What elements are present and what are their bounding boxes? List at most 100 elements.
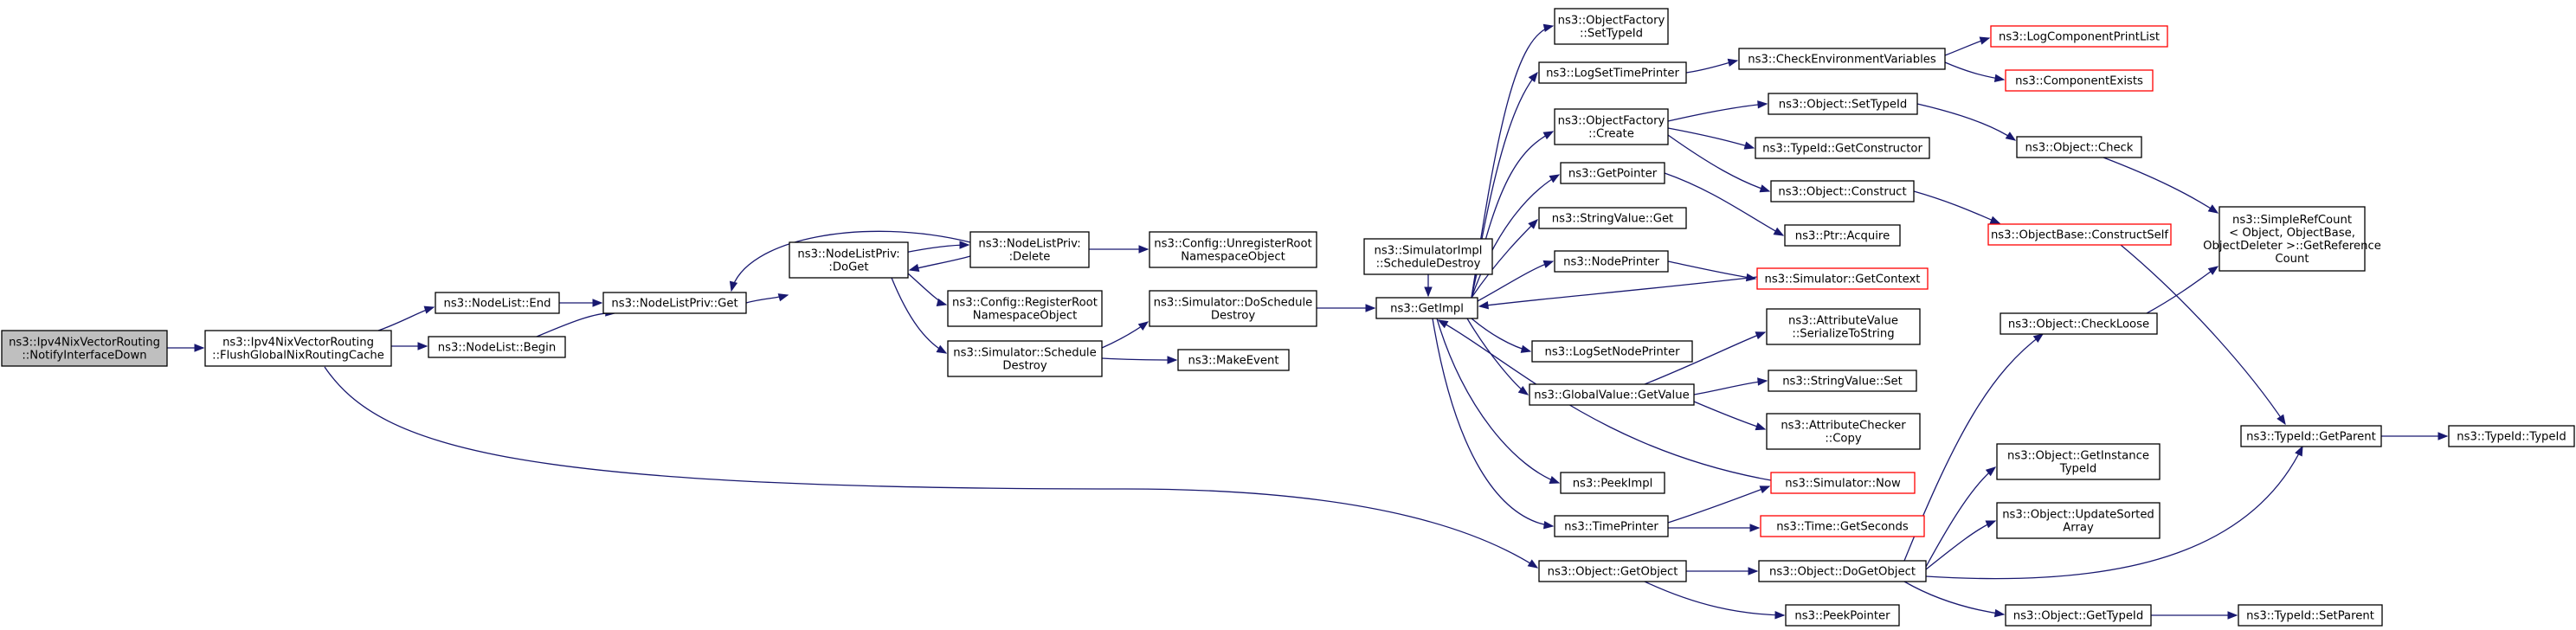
node-box (1755, 137, 1930, 159)
node-label: ns3::NodeList::Begin (438, 342, 556, 355)
edge-n1-to-n3 (391, 342, 428, 350)
function-node[interactable]: ns3::StringValue::Set (1768, 370, 1917, 392)
function-node[interactable]: ns3::GlobalValue::GetValue (1529, 383, 1695, 406)
edge-n1-to-n24 (324, 366, 1539, 569)
node-label: ns3::Object::GetTypeId (2013, 610, 2143, 623)
function-node[interactable]: ns3::TypeId::TypeId (2448, 425, 2575, 447)
arrow-head (1542, 260, 1555, 268)
arrow-head (936, 344, 948, 354)
function-node[interactable]: ns3::PeekPointer (1785, 604, 1900, 627)
function-node[interactable]: ns3::GetPointer (1560, 162, 1665, 184)
arrow-head (2207, 266, 2219, 275)
function-node[interactable]: ns3::Object::Check (2016, 136, 2142, 158)
function-node[interactable]: ns3::Time::GetSeconds (1760, 515, 1925, 537)
arrow-head (1993, 608, 2006, 618)
function-node[interactable]: ns3::Object::CheckLoose (2000, 312, 2158, 335)
node-label: ns3::ObjectBase::ConstructSelf (1991, 229, 2168, 242)
node-label: ns3::Simulator::Now (1785, 478, 1901, 491)
function-node[interactable]: ns3::NodeListPriv::DoGet (789, 241, 909, 279)
edge-n5-to-n6 (904, 241, 970, 254)
function-node[interactable]: ns3::TimePrinter (1554, 515, 1669, 537)
arrow-head (2438, 432, 2449, 440)
node-label: ns3::Object::DoGetObject (1769, 566, 1916, 579)
function-node[interactable]: ns3::TypeId::SetParent (2238, 604, 2383, 627)
node-label: ns3::MakeEvent (1188, 355, 1278, 368)
node-label: ns3::Object::Construct (1778, 186, 1906, 199)
node-box (1531, 340, 1693, 363)
node-label: ns3::Ptr::Acquire (1795, 230, 1890, 243)
edge-n38-to-n47 (1925, 445, 2303, 580)
node-label: ns3::ObjectFactory (1558, 15, 1665, 28)
node-box (1538, 61, 1687, 84)
node-label: ns3::NodeListPriv::Get (611, 298, 737, 311)
function-node[interactable]: ns3::TypeId::GetConstructor (1755, 137, 1930, 159)
function-node[interactable]: ns3::ComponentExists (2005, 69, 2154, 92)
edge-n10-to-n13 (1317, 304, 1376, 312)
function-node[interactable]: ns3::LogSetNodePrinter (1531, 340, 1693, 363)
function-node[interactable]: ns3::TypeId::GetParent (2240, 425, 2382, 447)
function-node[interactable]: ns3::Object::Construct (1770, 180, 1915, 202)
function-node[interactable]: ns3::SimulatorImpl::ScheduleDestroy (1363, 238, 1493, 275)
function-node[interactable]: ns3::Object::GetObject (1538, 560, 1687, 582)
function-node[interactable]: ns3::StringValue::Get (1538, 207, 1687, 229)
arrow-head (1979, 36, 1991, 45)
node-box (1760, 515, 1925, 537)
function-node[interactable]: ns3::LogComponentPrintList (1990, 25, 2168, 48)
arrow-head (417, 342, 428, 350)
arrow-head (1527, 559, 1539, 569)
arrow-head (1759, 184, 1771, 193)
function-node[interactable]: ns3::Simulator::GetContext (1756, 267, 1929, 290)
node-label: ns3::StringValue::Get (1552, 213, 1673, 226)
arrow-head (592, 299, 603, 307)
edge-n5-to-n7 (907, 273, 948, 307)
function-node[interactable]: ns3::Object::SetTypeId (1768, 93, 1918, 115)
function-node[interactable]: ns3::Simulator::Now (1770, 472, 1916, 494)
function-node[interactable]: ns3::AttributeValue::SerializeToString (1766, 308, 1921, 345)
node-label: ns3::TypeId::TypeId (2457, 431, 2566, 444)
edge-n25-to-n27 (1944, 61, 2006, 83)
node-box (1, 330, 168, 367)
arrow-head (1743, 141, 1755, 150)
function-node[interactable]: ns3::LogSetTimePrinter (1538, 61, 1687, 84)
function-node[interactable]: ns3::Ipv4NixVectorRouting::FlushGlobalNi… (204, 330, 392, 367)
function-node[interactable]: ns3::NodeList::End (435, 292, 560, 314)
function-node[interactable]: ns3::NodeListPriv::Delete (969, 231, 1090, 268)
function-node[interactable]: ns3::NodeListPriv::Get (602, 292, 747, 314)
edge-n5-to-n8 (891, 277, 948, 354)
node-box (435, 292, 560, 314)
edge-n0-to-n1 (167, 344, 205, 352)
arrow-head (777, 293, 789, 302)
arrow-head (936, 298, 948, 307)
edges (167, 23, 2449, 620)
function-node[interactable]: ns3::Config::UnregisterRootNamespaceObje… (1149, 231, 1317, 268)
edge-n40-to-n46 (2103, 157, 2219, 214)
function-node[interactable]: ns3::NodePrinter (1554, 250, 1669, 273)
function-node[interactable]: ns3::Object::DoGetObject (1758, 560, 1927, 582)
function-node[interactable]: ns3::NodeList::Begin (428, 336, 566, 358)
function-node[interactable]: ns3::PeekImpl (1560, 472, 1665, 494)
function-node[interactable]: ns3::ObjectFactory::SetTypeId (1554, 8, 1669, 45)
function-node[interactable]: ns3::CheckEnvironmentVariables (1738, 48, 1946, 70)
function-node[interactable]: ns3::MakeEvent (1177, 349, 1290, 371)
function-node[interactable]: ns3::AttributeChecker::Copy (1766, 413, 1921, 450)
function-node[interactable]: ns3::ObjectFactory::Create (1554, 108, 1669, 145)
arrow-head (2005, 132, 2017, 141)
function-node[interactable]: ns3::Simulator::ScheduleDestroy (947, 340, 1103, 377)
edge-n6-to-n4 (729, 230, 971, 292)
node-box (1756, 267, 1929, 290)
function-node[interactable]: ns3::Ptr::Acquire (1784, 224, 1901, 247)
function-node[interactable]: ns3::Object::GetTypeId (2005, 604, 2152, 627)
arrow-head (1985, 466, 1997, 477)
node-box (2238, 604, 2383, 627)
function-node[interactable]: ns3::SimpleRefCount< Object, ObjectBase,… (2203, 206, 2381, 272)
function-node[interactable]: ns3::GetImpl (1375, 297, 1478, 319)
arrow-head (1528, 219, 1538, 229)
function-node[interactable]: ns3::ObjectBase::ConstructSelf (1987, 223, 2172, 246)
edge-n13-to-n22 (1436, 318, 1561, 484)
node-label: ns3::AttributeValue (1788, 315, 1898, 328)
node-box (1770, 180, 1915, 202)
